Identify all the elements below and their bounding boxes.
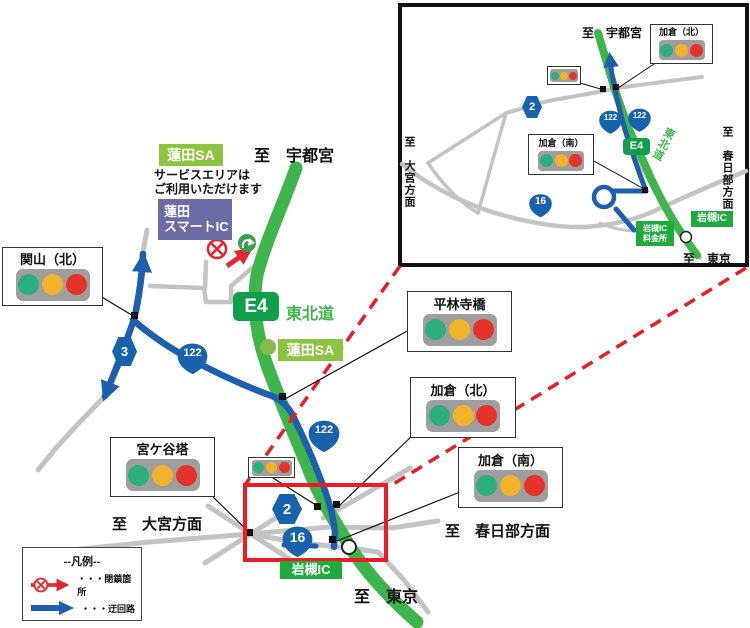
traffic-signal: [473, 469, 548, 502]
route-3-shield: 3: [112, 337, 137, 366]
route-122-shield: 122: [176, 342, 209, 375]
signal-location-markers: [131, 312, 340, 543]
iwatsuki-ic-badge: 岩槻IC: [280, 561, 342, 579]
inset-signal-box-kakura-kita: 加倉（北）: [650, 24, 713, 64]
inset-route-122-shield: 122: [598, 109, 623, 135]
inset-route-2-shield: 2: [522, 96, 542, 118]
route-16-shield: 16: [281, 524, 314, 559]
smart-ic-ramp-icon: [238, 234, 256, 252]
hasuda-sa-badge-2: 蓮田SA: [278, 339, 343, 361]
inset-dest-omiya-label: 至 大宮方面: [403, 136, 415, 208]
e4-route-shield: E4: [233, 292, 279, 321]
inset-iwatsuki-ic-badge: 岩槻IC: [691, 211, 733, 227]
inset-signal-box-kakura-minami: 加倉（南）: [528, 134, 594, 175]
legend-detour-row: ・・・迂回路: [29, 601, 135, 615]
main-e4-expressway-road: [248, 161, 424, 628]
hasuda-sa-badge: 蓮田SA: [159, 144, 223, 166]
dest-kasukabe-label: 至 春日部方面: [445, 523, 551, 540]
inset-signal-box-small: [547, 66, 581, 85]
inset-link-dashed-lines: [243, 264, 747, 488]
main-iwatsuki-ic-node: [341, 539, 357, 555]
signal-connector-lines: [99, 295, 461, 542]
legend-box: --凡例-- ・・・閉鎖箇所 ・・・迂回路: [22, 547, 142, 621]
signal-box-heirinjibashi: 平林寺橋: [407, 291, 512, 352]
traffic-signal: [125, 459, 200, 491]
tohoku-expwy-label: 東北道: [286, 306, 335, 323]
traffic-signal: [15, 268, 90, 301]
dest-utsunomiya-label: 至 宇都宮: [254, 148, 335, 165]
signal-box-small: [248, 457, 295, 478]
legend-closed-row: ・・・閉鎖箇所: [29, 572, 135, 598]
traffic-signal: [426, 399, 500, 432]
traffic-signal: [422, 313, 497, 346]
inset-dest-kasukabe-label: 至 春日部方面: [721, 126, 733, 210]
inset-iwatsuki-ic-node: [679, 230, 693, 244]
hasuda-sa-dot: [260, 339, 276, 355]
inset-route-122-shield-2: 122: [627, 107, 652, 133]
inset-e4-route-shield: E4: [623, 138, 650, 155]
detour-route-icon: [31, 601, 74, 615]
inset-focus-rectangle: [243, 483, 388, 562]
traffic-signal: [538, 150, 584, 171]
traffic-signal: [658, 40, 705, 60]
inset-dest-tokyo-label: 至 東京: [683, 252, 732, 266]
closure-marker: [206, 238, 253, 269]
signal-box-sekiyama-kita: 関山（北）: [2, 247, 103, 306]
signal-box-kakura-minami: 加倉（南）: [458, 447, 563, 508]
signal-box-kakura-kita: 加倉（北）: [410, 377, 516, 438]
traffic-signal: [550, 69, 578, 82]
traffic-signal: [251, 459, 292, 476]
route-122-shield-2: 122: [307, 419, 341, 453]
inset-route-16-shield: 16: [528, 192, 553, 219]
sa-availability-note: サービスエリアはご利用いただけます: [154, 168, 263, 196]
route-2-shield: 2: [272, 494, 302, 524]
legend-title: --凡例--: [63, 556, 101, 568]
closed-location-icon: [30, 577, 70, 593]
dest-tokyo-label: 至 東京: [354, 589, 419, 606]
inset-signal-location-markers: [600, 84, 648, 193]
dest-omiya-label: 至 大宮方面: [112, 516, 203, 533]
signal-box-miyagayato: 宮ケ谷塔: [110, 437, 215, 497]
hasuda-smart-ic-badge: 蓮田スマートIC: [158, 199, 232, 240]
inset-dest-utsunomiya-label: 至 宇都宮: [582, 26, 643, 40]
